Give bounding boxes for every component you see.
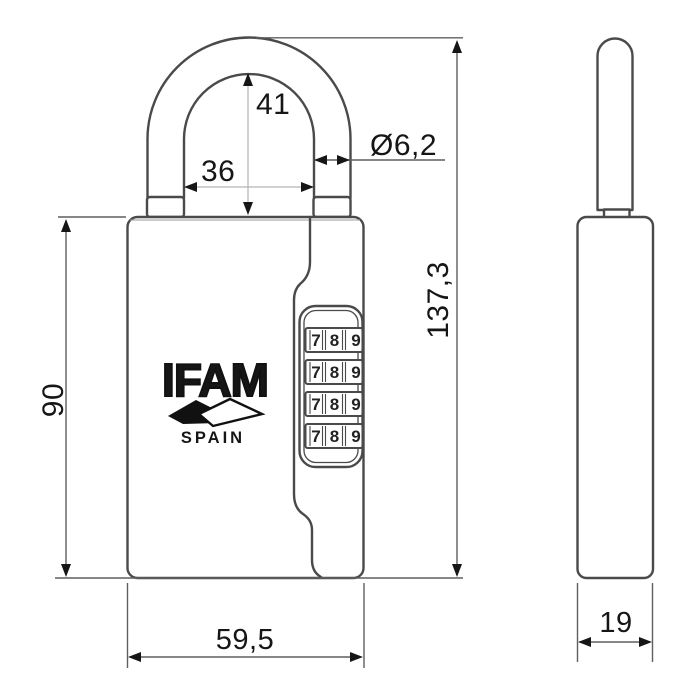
dial-wheel-row[interactable]: 7 8 9 — [304, 359, 363, 385]
arrow-up-icon — [452, 40, 462, 53]
arrow-right-icon — [350, 652, 363, 662]
brand-logo: IFAM SPAIN — [161, 353, 270, 447]
arrow-right-icon — [337, 155, 350, 165]
dial-digit: 8 — [330, 363, 339, 382]
dial-digit: 7 — [311, 427, 320, 446]
dim-label-36: 36 — [201, 155, 235, 188]
arrow-down-icon — [61, 564, 71, 577]
dial-digit: 8 — [330, 331, 339, 350]
dial-digit: 7 — [311, 395, 320, 414]
dim-shackle-inner-width: 36 — [184, 155, 314, 192]
arrow-down-icon — [243, 202, 253, 215]
arrow-right-icon — [301, 182, 314, 192]
side-body-outline — [576, 215, 655, 580]
dim-shackle-inner-height: 41 — [243, 73, 290, 215]
arrow-left-icon — [184, 182, 197, 192]
dim-label-90: 90 — [37, 383, 70, 417]
dial-digit: 9 — [351, 363, 360, 382]
dial-digit: 8 — [330, 427, 339, 446]
brand-logo-text: IFAM — [162, 354, 268, 406]
brand-country-text: SPAIN — [181, 429, 245, 447]
shackle-sleeve-left — [145, 195, 186, 219]
dial-wheel-row[interactable]: 7 8 9 — [304, 327, 363, 353]
dial-digit: 9 — [351, 427, 360, 446]
arrow-left-icon — [314, 155, 327, 165]
arrow-up-icon — [243, 73, 253, 86]
shackle-sleeve-right — [312, 195, 352, 219]
dial-panel-inner — [303, 309, 359, 464]
body-face-groove — [292, 215, 323, 579]
dimensions: 41 36 Ø6,2 137,3 — [37, 37, 654, 668]
dial-wheel-row[interactable]: 7 8 9 — [304, 423, 363, 449]
brand-logo-mark — [168, 397, 266, 428]
dial-wheels: 7 8 9 7 8 9 7 8 9 — [304, 327, 363, 449]
dial-wheel-row[interactable]: 7 8 9 — [304, 391, 363, 417]
side-shackle-outline — [596, 37, 634, 212]
dim-shackle-diameter: Ø6,2 — [314, 129, 445, 165]
dim-label-diameter: Ø6,2 — [370, 129, 437, 162]
dim-overall-height: 137,3 — [256, 37, 463, 577]
dim-label-41: 41 — [256, 88, 290, 121]
dim-label-59-5: 59,5 — [216, 624, 274, 656]
arrow-left-icon — [128, 652, 141, 662]
shackle-inner-outline — [182, 72, 316, 200]
dim-label-137-3: 137,3 — [422, 261, 455, 339]
arrow-left-icon — [578, 637, 591, 647]
arrow-down-icon — [452, 564, 462, 577]
dim-body-height: 90 — [37, 216, 126, 577]
dial-digit: 8 — [330, 395, 339, 414]
front-view: 7 8 9 7 8 9 7 8 9 — [126, 36, 365, 580]
arrow-right-icon — [639, 637, 652, 647]
side-view — [576, 37, 655, 580]
dial-digit: 7 — [311, 363, 320, 382]
dim-body-depth: 19 — [576, 583, 654, 662]
dim-label-19: 19 — [599, 607, 632, 639]
dial-digit: 9 — [351, 331, 360, 350]
shackle-outer-outline — [146, 36, 352, 200]
dim-body-width: 59,5 — [126, 583, 365, 668]
dial-digit: 7 — [311, 331, 320, 350]
arrow-up-icon — [61, 219, 71, 232]
dial-digit: 9 — [351, 395, 360, 414]
